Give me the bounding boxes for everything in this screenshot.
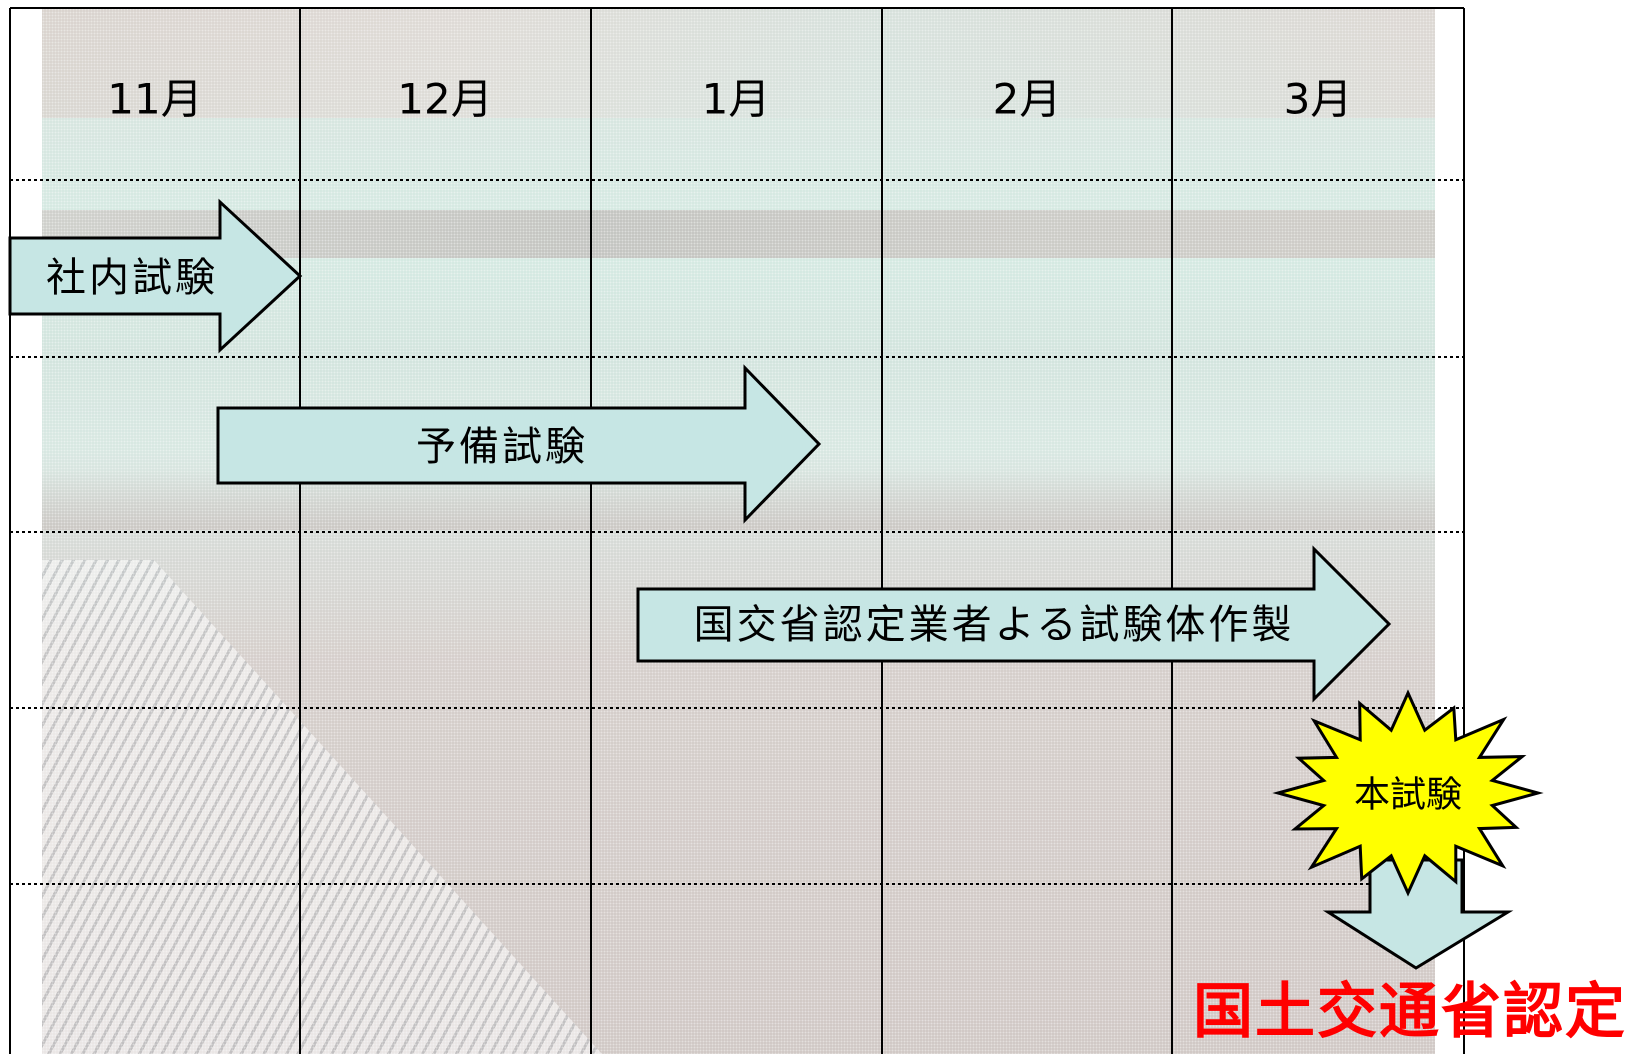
task-label: 社内試験 (46, 255, 218, 301)
task-arrow-shape (216, 364, 822, 524)
month-label: 3月 (1284, 75, 1353, 124)
task-label: 国交省認定業者よる試験体作製 (694, 602, 1295, 648)
background-photo-ceiling (42, 8, 1435, 118)
milestone-burst: 本試験 (1272, 689, 1544, 897)
task-arrow-preliminary-test: 予備試験 (216, 364, 822, 524)
background-photo-racks (42, 210, 1435, 258)
month-label: 11月 (107, 75, 202, 124)
milestone-label: 本試験 (1354, 775, 1462, 816)
month-label: 12月 (397, 75, 492, 124)
task-arrow-internal-test: 社内試験 (8, 198, 303, 354)
certification-result-label: 国土交通省認定 (1193, 977, 1627, 1047)
task-arrow-shape (8, 198, 303, 354)
starburst-shape (1272, 689, 1544, 897)
result-down-arrow (1322, 858, 1514, 970)
grid (9, 7, 1465, 1054)
month-label: 2月 (993, 75, 1062, 124)
task-label: 予備試験 (416, 424, 588, 470)
month-label: 1月 (702, 75, 771, 124)
task-arrow-specimen-production: 国交省認定業者よる試験体作製 (636, 545, 1392, 703)
month-headers: 11月 12月 1月 2月 3月 (107, 75, 1352, 124)
task-arrow-shape (636, 545, 1392, 703)
